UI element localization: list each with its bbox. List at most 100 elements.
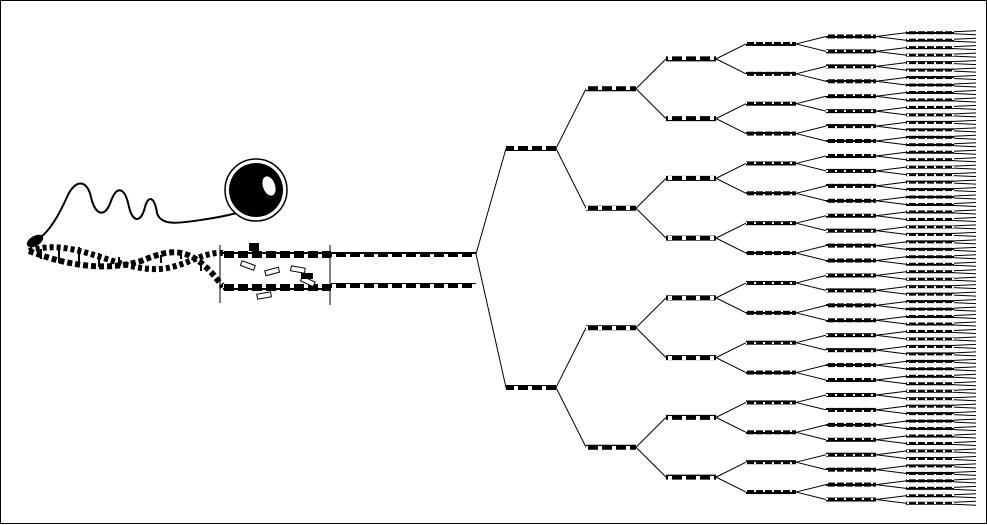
branch-line: [876, 156, 906, 160]
branch-line: [636, 59, 666, 89]
branch-line: [796, 485, 826, 492]
branch-line: [876, 455, 906, 459]
branch-line: [876, 171, 906, 175]
terminal-strand: [954, 385, 976, 386]
terminal-strand: [954, 347, 976, 348]
strand-lower: [331, 283, 476, 288]
dna-segment: [906, 76, 954, 79]
terminal-strand: [954, 352, 976, 353]
dna-segment: [586, 206, 636, 211]
dna-segment: [826, 333, 876, 337]
branch-line: [716, 163, 746, 178]
terminal-strand: [954, 123, 976, 124]
terminal-strand: [954, 407, 976, 408]
branch-line: [876, 305, 906, 309]
dna-segment: [826, 378, 876, 382]
terminal-strand: [954, 273, 976, 274]
dna-segment: [906, 263, 954, 266]
terminal-strand: [954, 412, 976, 413]
dna-segment: [826, 244, 876, 248]
terminal-strand: [954, 471, 976, 472]
dna-segment: [746, 161, 796, 165]
branch-line: [876, 261, 906, 265]
terminal-strand: [954, 295, 976, 296]
dna-segment: [826, 184, 876, 188]
branch-line: [876, 227, 906, 231]
terminal-strand: [954, 64, 976, 65]
dna-segment: [906, 136, 954, 139]
dna-segment: [666, 176, 716, 181]
branch-line: [876, 231, 906, 235]
dna-segment: [666, 236, 716, 241]
dna-segment: [906, 323, 954, 326]
branch-line: [876, 290, 906, 294]
branch-line: [796, 44, 826, 51]
branch-line: [796, 134, 826, 141]
branch-line: [636, 298, 666, 328]
terminal-strand: [954, 445, 976, 446]
terminal-strand: [954, 449, 976, 450]
branch-line: [876, 436, 906, 440]
dna-segment: [666, 56, 716, 61]
terminal-strand: [954, 489, 976, 490]
dna-segment: [746, 251, 796, 255]
dna-segment: [906, 151, 954, 154]
branch-line: [636, 208, 666, 238]
branch-line: [796, 156, 826, 163]
terminal-strand: [954, 362, 976, 363]
dna-segment: [826, 423, 876, 427]
terminal-strand: [954, 359, 976, 360]
branch-line: [876, 186, 906, 190]
dna-segment: [906, 420, 954, 423]
branch-line: [876, 500, 906, 504]
branch-line: [876, 361, 906, 365]
branch-line: [716, 283, 746, 298]
branch-line: [876, 272, 906, 276]
dna-segment: [906, 472, 954, 475]
terminal-strand: [954, 307, 976, 308]
terminal-strand: [954, 38, 976, 39]
dna-segment: [906, 345, 954, 348]
dna-segment: [906, 352, 954, 355]
terminal-strand: [954, 138, 976, 139]
dna-segment: [906, 285, 954, 288]
branch-line: [876, 197, 906, 201]
terminal-strand: [954, 262, 976, 263]
terminal-strand: [954, 131, 976, 132]
dna-segment: [906, 300, 954, 303]
terminal-strand: [954, 153, 976, 154]
branch-line: [796, 305, 826, 312]
branch-line: [796, 36, 826, 43]
branch-line: [876, 485, 906, 489]
terminal-strand: [954, 41, 976, 42]
terminal-strand: [954, 161, 976, 162]
terminal-strand: [954, 247, 976, 248]
dna-segment: [906, 91, 954, 94]
branch-line: [796, 432, 826, 439]
branch-line: [876, 51, 906, 55]
dna-segment: [906, 46, 954, 49]
terminal-strand: [954, 265, 976, 266]
terminal-strand: [954, 188, 976, 189]
terminal-strand: [954, 397, 976, 398]
terminal-strand: [954, 90, 976, 91]
branch-line: [796, 96, 826, 103]
dna-segment: [906, 128, 954, 131]
replication-tree: [476, 31, 976, 506]
branch-line: [876, 246, 906, 250]
terminal-strand: [954, 220, 976, 221]
branch-line: [796, 66, 826, 73]
dna-segment: [906, 218, 954, 221]
terminal-strand: [954, 56, 976, 57]
branch-line: [876, 48, 906, 52]
terminal-strand: [954, 158, 976, 159]
branch-line: [876, 152, 906, 156]
branch-line: [796, 163, 826, 170]
terminal-strand: [954, 270, 976, 271]
dna-segment: [906, 330, 954, 333]
dna-segment: [906, 113, 954, 116]
terminal-strand: [954, 459, 976, 460]
branch-line: [876, 320, 906, 324]
terminal-strand: [954, 176, 976, 177]
terminal-strand: [954, 93, 976, 94]
